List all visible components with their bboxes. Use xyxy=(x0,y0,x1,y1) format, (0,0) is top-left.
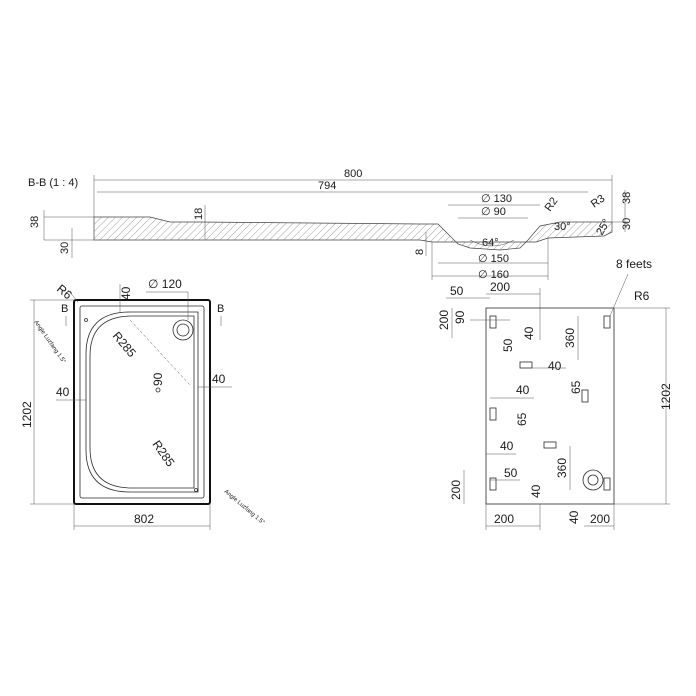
angle-note-bottom: Angle Luzfang 1.5° xyxy=(223,489,266,527)
bottom-dim-40-c: 40 xyxy=(516,383,530,397)
tray-r285-top: R285 xyxy=(110,329,139,360)
tray-width-802: 802 xyxy=(134,512,154,526)
foot xyxy=(519,361,533,369)
dim-30-left: 30 xyxy=(59,242,71,254)
foot xyxy=(489,477,497,491)
foot xyxy=(603,477,611,491)
tray-height-1202: 1202 xyxy=(20,401,34,428)
bottom-dim-65-right: 65 xyxy=(569,380,583,394)
dim-d90: ∅ 90 xyxy=(481,206,506,218)
section-profile xyxy=(93,216,613,251)
bottom-dim-40-a: 40 xyxy=(522,326,536,340)
section-mark-b-right: B xyxy=(217,303,224,315)
dim-d150: ∅ 150 xyxy=(478,253,509,265)
tray-dim-40-top: 40 xyxy=(119,286,133,300)
radius-r3: R3 xyxy=(589,193,607,211)
foot xyxy=(581,389,589,403)
dim-18: 18 xyxy=(193,208,205,220)
foot xyxy=(489,407,497,421)
dim-8: 8 xyxy=(414,249,426,255)
tray-bottom-view: 1202 8 feets R6 50 200 200 90 40 50 360 … xyxy=(437,257,673,530)
dim-38-right: 38 xyxy=(621,192,633,204)
dim-794: 794 xyxy=(318,180,336,192)
angle-note-top: Angle Luzfang 1.5° xyxy=(32,320,66,366)
bottom-dim-40-b: 40 xyxy=(548,359,562,373)
bottom-dim-200-bottom-right: 200 xyxy=(590,512,610,526)
bottom-dim-360-bottom: 360 xyxy=(555,458,569,478)
bottom-dim-360-top: 360 xyxy=(563,328,577,348)
foot xyxy=(543,441,557,449)
dim-d160: ∅ 160 xyxy=(478,269,509,281)
tray-dim-40-left: 40 xyxy=(56,385,70,399)
tray-dim-40-right: 40 xyxy=(212,372,226,386)
tray-top-view: R6 B B 40 ∅ 120 R285 90 40 40 R285 1202 … xyxy=(20,277,266,530)
bottom-dim-50-mid: 50 xyxy=(501,338,515,352)
bottom-r6: R6 xyxy=(634,289,650,303)
feets-label: 8 feets xyxy=(616,257,652,271)
bottom-dim-200-top: 200 xyxy=(490,280,510,294)
bottom-dim-200-left-top: 200 xyxy=(437,310,451,330)
angle-64: 64° xyxy=(482,237,499,249)
bottom-dim-200-bottom: 200 xyxy=(494,512,514,526)
bottom-dim-40-bottom: 40 xyxy=(567,510,581,524)
bottom-dim-50-low: 50 xyxy=(504,466,518,480)
tray-r6: R6 xyxy=(54,282,75,303)
drain-circle xyxy=(172,319,194,341)
section-title: B-B (1 : 4) xyxy=(28,177,78,189)
dim-38-left: 38 xyxy=(29,216,41,228)
bottom-dim-40-d: 40 xyxy=(500,439,514,453)
bottom-dim-65-mid: 65 xyxy=(515,412,529,426)
bottom-height-1202: 1202 xyxy=(659,383,673,410)
tray-r285-bottom: R285 xyxy=(150,438,178,470)
bottom-dim-90: 90 xyxy=(453,310,467,324)
radius-r2: R2 xyxy=(543,195,561,213)
section-mark-b-left: B xyxy=(61,303,68,315)
tray-dim-d120: ∅ 120 xyxy=(148,277,182,291)
bottom-dim-40-e: 40 xyxy=(529,484,543,498)
dim-800: 800 xyxy=(344,168,362,180)
bottom-dim-50-top: 50 xyxy=(450,284,464,298)
foot xyxy=(489,315,497,329)
foot xyxy=(603,315,611,329)
bottom-dim-200-left-bottom: 200 xyxy=(449,480,463,500)
dim-d130: ∅ 130 xyxy=(481,193,512,205)
tray-dim-90: 90 xyxy=(151,372,165,386)
angle-30: 30° xyxy=(554,221,571,233)
section-b-b: B-B (1 : 4) 800 794 38 30 18 8 ∅ 130 ∅ 9… xyxy=(28,168,633,281)
dim-30-right: 30 xyxy=(621,218,633,230)
drain-circle xyxy=(582,469,604,491)
